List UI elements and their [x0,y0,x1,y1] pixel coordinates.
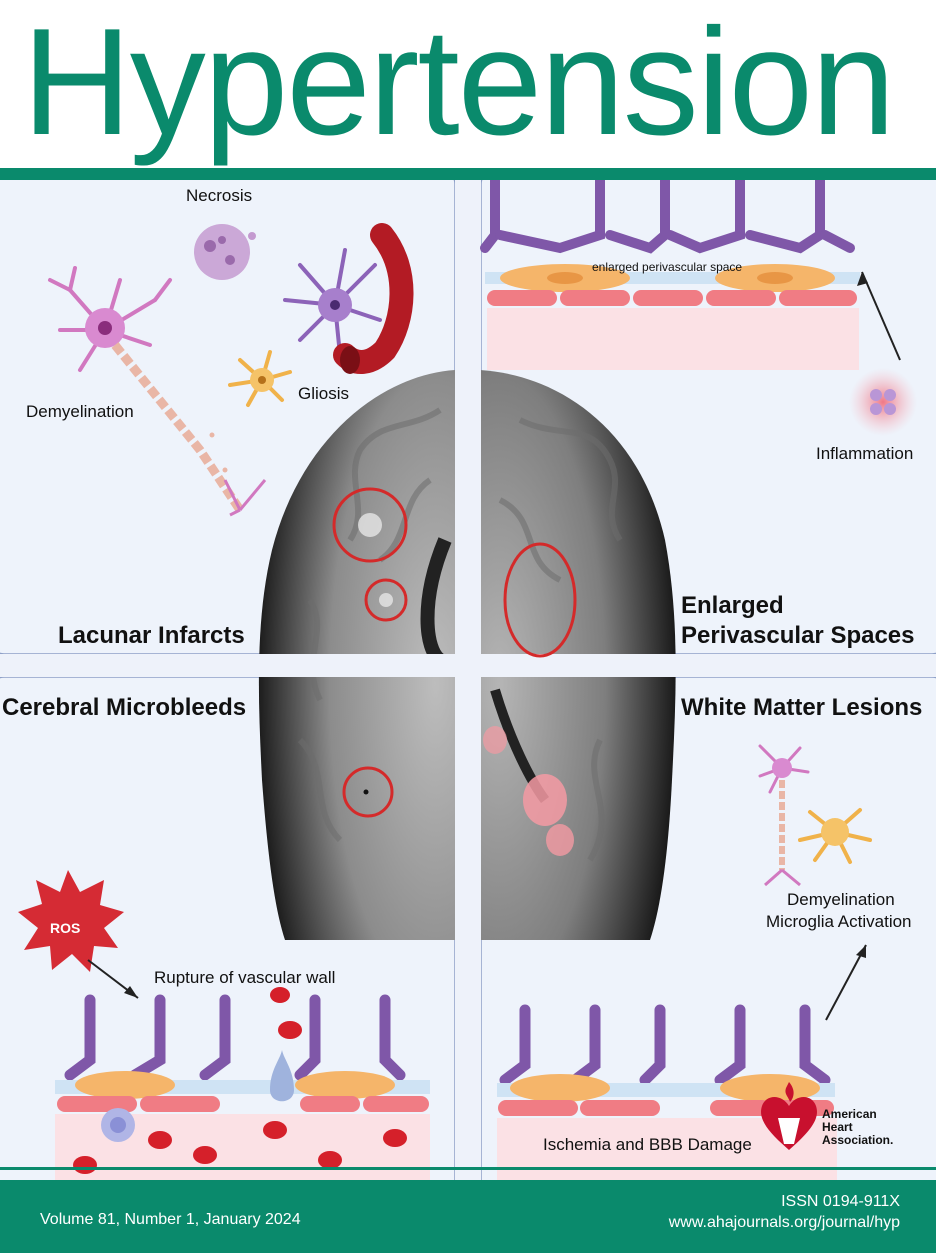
label-gliosis: Gliosis [298,384,350,403]
aha-line1: American [822,1107,877,1121]
cover-artwork: Lacunar Infarcts Necrosis Gliosis Demyel… [0,180,936,1180]
label-enlarged-perivascular-space: enlarged perivascular space [592,260,743,274]
heading-cerebral-microbleeds: Cerebral Microbleeds [2,694,247,721]
ros-burst [18,870,124,972]
issue-info: Volume 81, Number 1, January 2024 [40,1211,301,1228]
label-microglia-activation: Microglia Activation [766,912,912,931]
astrocyte-cell [283,248,382,357]
microbleed-vessel [55,987,430,1180]
neuron-illustration [48,266,267,517]
masthead: Hypertension [0,0,936,168]
heading-white-matter-lesions: White Matter Lesions [681,694,923,721]
cover-illustration [0,180,936,1180]
journal-url[interactable]: www.ahajournals.org/journal/hyp [668,1214,900,1231]
aha-logo: American Heart Association. [756,1078,906,1158]
aha-line3: Association. [822,1133,894,1147]
label-ros: ROS [50,920,81,936]
blood-vessel [333,223,414,374]
necrosis-cell [194,224,256,280]
perivascular-illustration [480,180,917,436]
label-ischemia-bbb-damage: Ischemia and BBB Damage [543,1135,752,1154]
heading-lacunar-infarcts: Lacunar Infarcts [58,622,245,649]
masthead-rule [0,168,936,180]
heading-enlarged-line2: Perivascular Spaces [681,622,915,649]
heading-enlarged-line1: Enlarged [681,592,784,619]
label-demyelination: Demyelination [26,402,134,421]
label-necrosis: Necrosis [186,186,253,205]
aha-line2: Heart [822,1120,853,1134]
issn: ISSN 0194-911X [781,1193,900,1210]
lesion-markers [332,487,577,818]
gliosis-cell [228,350,292,407]
label-rupture-vascular-wall: Rupture of vascular wall [154,968,336,987]
label-demyelination-wm: Demyelination [787,890,895,909]
middle-gap [0,654,936,677]
footer-band: Volume 81, Number 1, January 2024 ISSN 0… [0,1180,936,1253]
journal-title: Hypertension [22,0,896,167]
center-gap [455,180,481,1180]
footer-rule [0,1167,936,1170]
aha-wordmark: American Heart Association. [822,1108,893,1147]
heart-torch-icon [761,1082,817,1150]
white-matter-neuron [758,744,872,887]
label-inflammation: Inflammation [816,444,914,463]
